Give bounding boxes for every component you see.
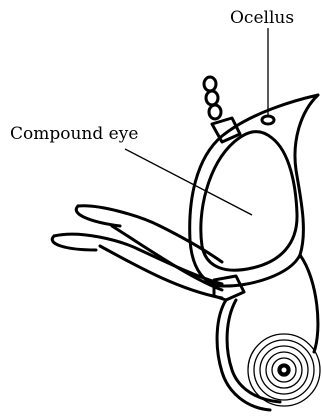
compound-eye — [201, 132, 297, 271]
compound-eye-leader-line — [125, 149, 252, 215]
coiled-proboscis — [217, 300, 320, 410]
ocellus — [262, 116, 274, 124]
cheek — [300, 255, 318, 352]
palps — [52, 206, 222, 298]
head-outline — [190, 95, 318, 286]
ocellus-label: Ocellus — [230, 8, 294, 28]
compound-eye-label: Compound eye — [10, 124, 138, 144]
antenna — [204, 77, 240, 142]
